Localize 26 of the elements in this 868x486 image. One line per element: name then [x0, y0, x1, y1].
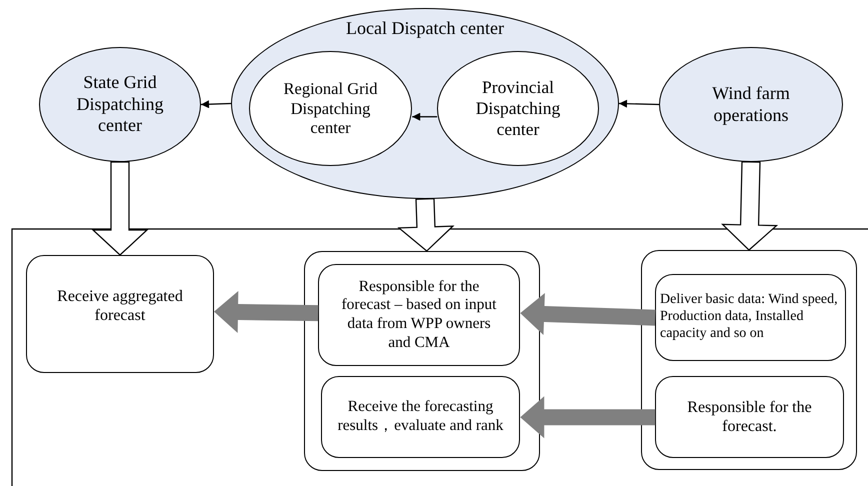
rounded-box	[318, 264, 520, 366]
block-arrow	[721, 161, 778, 251]
node-label: Provincial Dispatching center	[474, 77, 562, 140]
node-label: Receive aggregated forecast	[56, 286, 184, 326]
block-arrow	[397, 198, 454, 252]
block-arrow	[520, 396, 656, 438]
container-box	[304, 251, 540, 471]
node-label: Wind farm operations	[711, 82, 791, 126]
rounded-box	[321, 376, 520, 458]
node-label: Responsible for the forecast – based on input data from WPP owners and CMA	[341, 278, 497, 352]
rounded-box	[655, 376, 844, 458]
node-label: Regional Grid Dispatching center	[282, 78, 378, 138]
rounded-box	[655, 274, 846, 361]
container-box	[641, 250, 857, 470]
block-arrow	[91, 161, 149, 256]
rounded-box	[26, 255, 214, 373]
node-label: Local Dispatch center	[345, 18, 505, 40]
node-label: Receive the forecasting results，evaluate and rank	[336, 398, 504, 436]
arrow	[412, 112, 438, 121]
arrow	[200, 100, 232, 108]
block-arrow	[214, 291, 318, 333]
block-arrow	[520, 292, 656, 335]
arrow	[618, 100, 660, 108]
node-label: Deliver basic data: Wind speed, Production data, Installed capacity and so on	[660, 292, 839, 343]
node-label: Responsible for the forecast.	[686, 398, 813, 436]
node-label: State Grid Dispatching center	[76, 72, 164, 137]
